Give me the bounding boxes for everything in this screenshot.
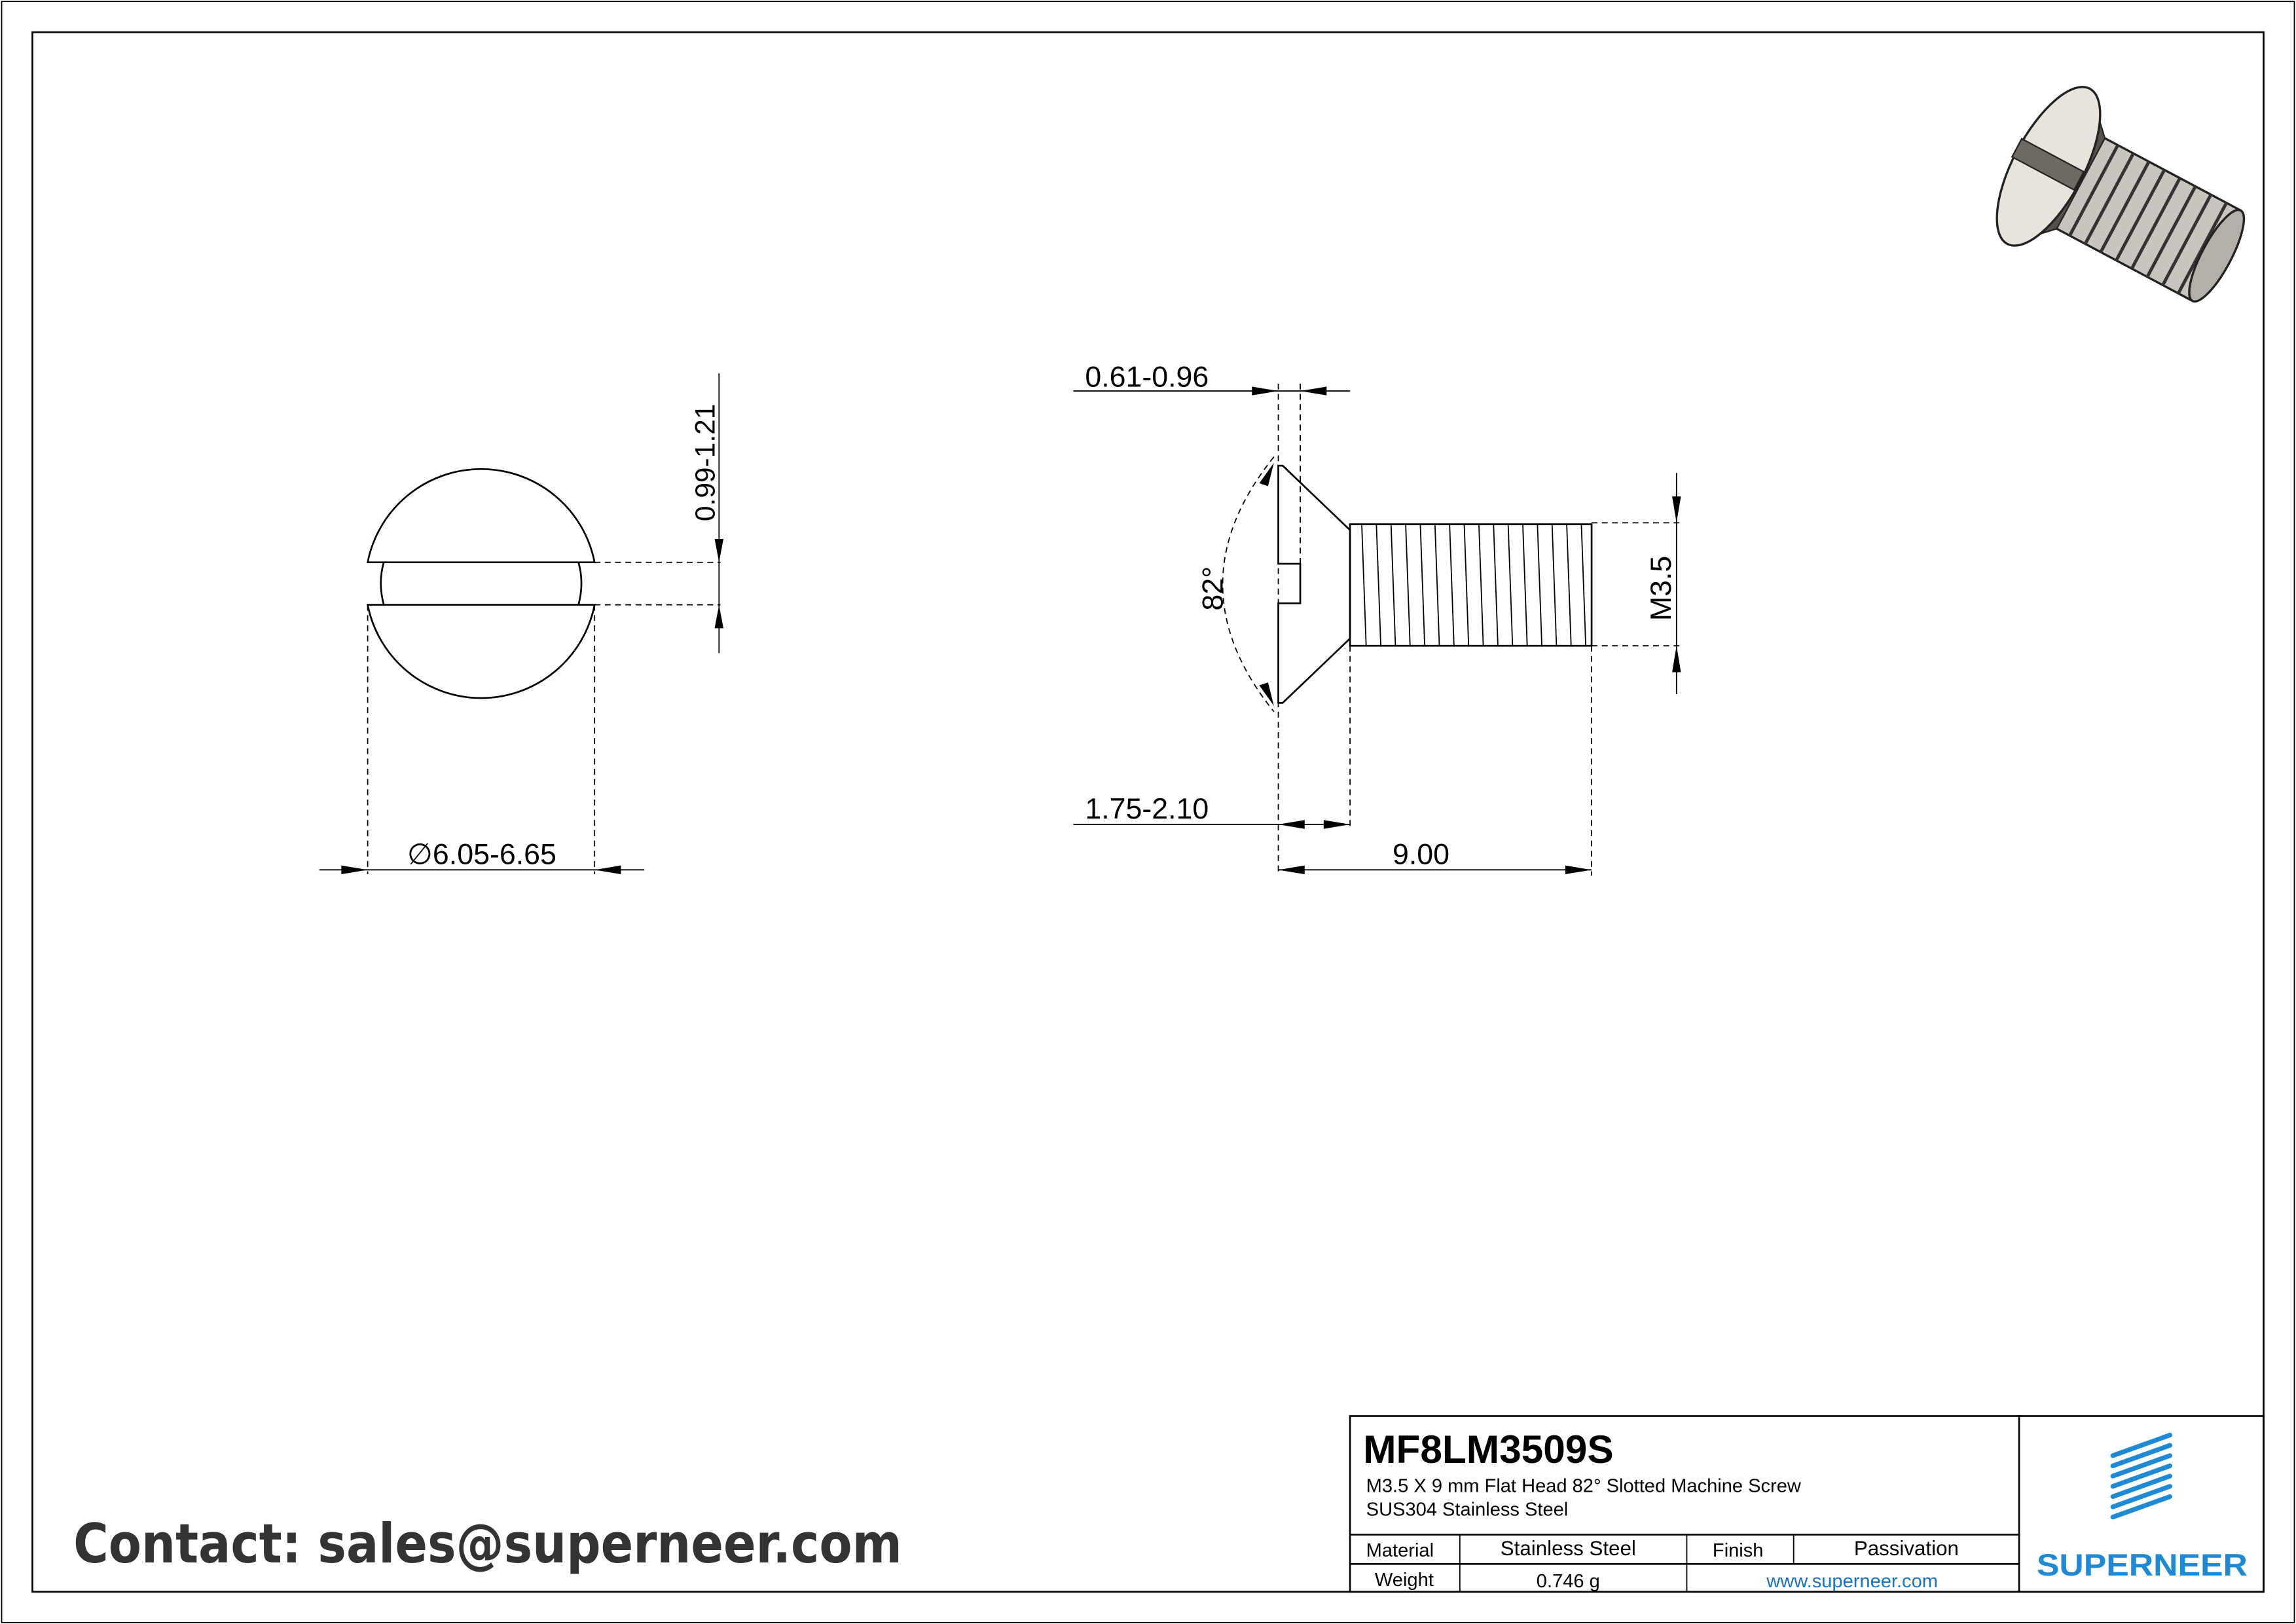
dim-head-diameter: ∅6.05-6.65 bbox=[407, 838, 556, 870]
weight-value: 0.746 g bbox=[1537, 1571, 1600, 1592]
finish-value: Passivation bbox=[1854, 1537, 1959, 1560]
dim-head-height: 1.75-2.10 bbox=[1085, 793, 1209, 825]
part-description: M3.5 X 9 mm Flat Head 82° Slotted Machin… bbox=[1366, 1476, 1802, 1497]
weight-label: Weight bbox=[1375, 1570, 1434, 1591]
dim-thread: M3.5 bbox=[1645, 556, 1677, 621]
material-line: SUS304 Stainless Steel bbox=[1366, 1500, 1569, 1521]
dim-head-angle: 82° bbox=[1197, 566, 1230, 611]
head-top-view bbox=[319, 373, 723, 875]
screw-3d-render bbox=[1995, 86, 2246, 303]
inner-frame bbox=[31, 31, 2265, 1593]
superneer-logo-icon bbox=[2110, 1432, 2172, 1520]
logo-text: SUPERNEER bbox=[2037, 1547, 2248, 1582]
dim-slot-depth: 0.61-0.96 bbox=[1085, 361, 1209, 393]
material-label: Material bbox=[1366, 1540, 1434, 1561]
dim-length: 9.00 bbox=[1393, 838, 1449, 870]
material-value: Stainless Steel bbox=[1501, 1537, 1636, 1560]
finish-label: Finish bbox=[1713, 1540, 1764, 1561]
website-link[interactable]: www.superneer.com bbox=[1766, 1571, 1938, 1592]
dim-slot-width: 0.99-1.21 bbox=[691, 404, 721, 521]
contact-text: Contact: sales@superneer.com bbox=[73, 1512, 902, 1576]
title-block bbox=[1349, 1415, 2265, 1593]
screw-side-view bbox=[1073, 383, 1684, 876]
part-number: MF8LM3509S bbox=[1363, 1427, 1613, 1471]
